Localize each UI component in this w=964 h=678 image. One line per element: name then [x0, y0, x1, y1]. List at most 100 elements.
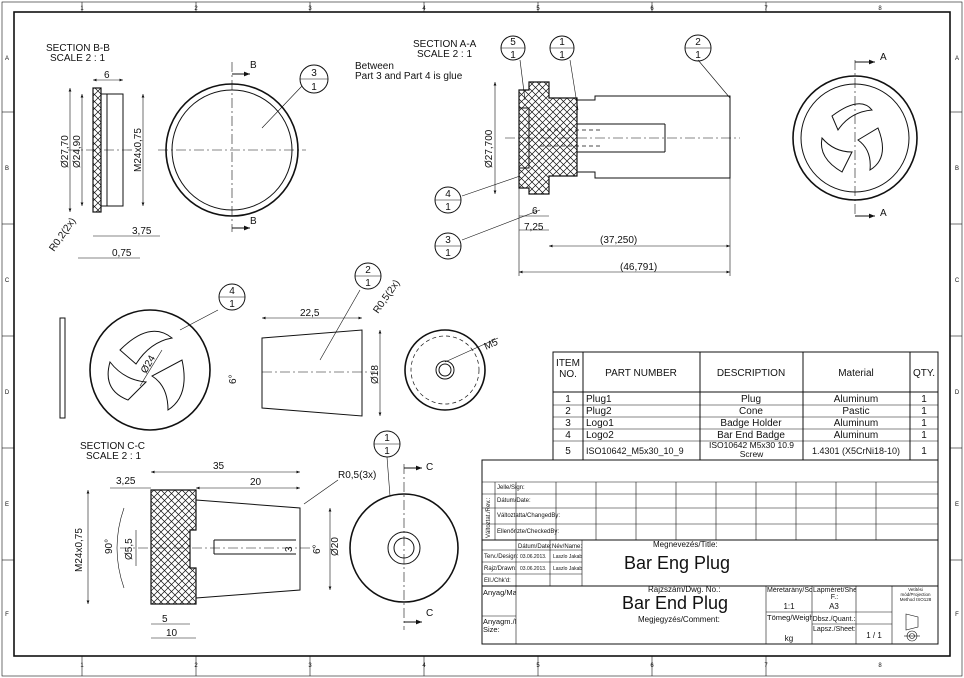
- design-name: Laszlo Jakab: [553, 554, 582, 560]
- bom-cell-desc: Bar End Badge: [717, 430, 785, 441]
- zone-col-3-bottom: 3: [308, 663, 312, 669]
- balloon-item-number: 2: [365, 265, 371, 276]
- dim-bb-d1: Ø27,70: [60, 135, 71, 168]
- zone-row-e-right: E: [955, 502, 959, 508]
- zone-col-2-top: 2: [194, 6, 198, 12]
- bom-cell-item: 1: [565, 394, 571, 405]
- glue-note-line1: Between: [355, 61, 394, 72]
- bom-cell-material: Aluminum: [834, 430, 878, 441]
- zone-col-8-bottom: 8: [878, 663, 882, 669]
- dim-cc-55: Ø5,5: [124, 538, 135, 560]
- bom-cell-item: 5: [565, 446, 571, 457]
- drawn-name: Laszlo Jakab: [553, 566, 582, 572]
- dim-cc-10: 10: [166, 628, 178, 639]
- balloon-item-number: 4: [229, 286, 235, 297]
- dim-aa-46: (46,791): [620, 262, 657, 273]
- quantity-label: Dbsz./Quant.:: [813, 616, 856, 623]
- bom-cell-desc: Cone: [739, 406, 763, 417]
- zone-col-8-top: 8: [878, 6, 882, 12]
- scale-value: 1:1: [783, 602, 795, 611]
- balloon-item-1-plug: 1 1: [373, 430, 401, 497]
- zone-col-6-top: 6: [650, 6, 654, 12]
- dim-cc-r05: R0,5(3x): [338, 470, 376, 481]
- balloon-qty: 1: [445, 248, 451, 259]
- section-bb-scale: SCALE 2 : 1: [50, 53, 105, 64]
- weight-label: Tömeg/Weight:: [767, 614, 812, 622]
- cut-c-bottom: C: [426, 608, 433, 619]
- dim-cc-angle: 90°: [104, 539, 115, 554]
- bom-cell-desc: ISO10642 M5x30 10.9 Screw: [708, 441, 795, 459]
- section-aa-view: SECTION A-A SCALE 2 : 1 Between Part 3 a…: [355, 39, 740, 276]
- bom-row-5: 5 ISO10642_M5x30_10_9 ISO10642 M5x30 10.…: [565, 441, 927, 459]
- balloon-item-2-aa: 2 1: [684, 34, 712, 62]
- sheet-size-value: A3: [829, 602, 839, 611]
- balloon-qty: 1: [695, 50, 701, 61]
- drawing-number: Bar End Plug: [622, 593, 728, 613]
- projection-label: Vetítési mód/Projection Method ISO128: [899, 587, 932, 602]
- dwg-no-label: Rajzszám/Dwg. No.:: [648, 585, 720, 594]
- bom-cell-qty: 1: [921, 394, 927, 405]
- zone-row-a-right: A: [955, 56, 959, 62]
- section-cc-scale: SCALE 2 : 1: [86, 451, 141, 462]
- balloon-item-5: 5 1: [500, 35, 526, 61]
- dim-cone-dia: Ø18: [370, 365, 381, 384]
- balloon-item-number: 3: [445, 235, 451, 246]
- bom-header-qty: QTY.: [913, 368, 935, 379]
- dim-aa-diameter: Ø27,700: [484, 129, 495, 168]
- cone-side-view: 22,5 R0,5(2x) 6° Ø18: [228, 278, 402, 417]
- balloon-item-3-top: 3 1: [299, 64, 329, 94]
- dim-cc-3: 3: [284, 546, 295, 552]
- bom-cell-desc: Plug: [741, 394, 761, 405]
- bom-row-2: 2 Plug2 Cone Pastic 1: [565, 406, 927, 417]
- zone-col-1-bottom: 1: [80, 663, 84, 669]
- dim-bb-radius: R0,2(2x): [47, 216, 78, 254]
- section-cc-view: SECTION C-C SCALE 2 : 1 35 3,25 20 R0,5(…: [74, 441, 376, 639]
- sheet-size-label: Lapméret/Sheet F.:: [813, 587, 856, 601]
- zone-col-1-top: 1: [80, 6, 84, 12]
- balloon-qty: 1: [229, 299, 235, 310]
- bom-header-material: Material: [838, 368, 874, 379]
- zone-row-f-left: F: [5, 612, 9, 618]
- scale-label: Méretarány/Scale:: [767, 587, 812, 594]
- balloon-item-number: 4: [445, 189, 451, 200]
- weight-unit: kg: [785, 634, 793, 643]
- balloon-item-number: 2: [695, 37, 701, 48]
- cut-a-bottom: A: [880, 208, 887, 219]
- zone-col-7-bottom: 7: [764, 663, 768, 669]
- zone-row-b-left: B: [5, 166, 9, 172]
- zone-row-c-right: C: [955, 278, 960, 284]
- checked-label: Ell./Chk'd:: [484, 578, 511, 584]
- balloon-qty: 1: [559, 50, 565, 61]
- rev-date-label: Dátum/Date:: [497, 498, 531, 504]
- zone-col-5-bottom: 5: [536, 663, 540, 669]
- dim-cc-thread: M24x0,75: [74, 528, 85, 572]
- bom-header-description: DESCRIPTION: [717, 368, 785, 379]
- revision-side-label: Változtat./Rev.:: [486, 497, 492, 538]
- drawn-date: 03.06.2013.: [520, 566, 546, 572]
- balloon-qty: 1: [510, 50, 516, 61]
- bom-cell-item: 4: [565, 430, 571, 441]
- zone-col-3-top: 3: [308, 6, 312, 12]
- bom-row-1: 1 Plug1 Plug Aluminum 1: [565, 394, 927, 405]
- balloon-item-number: 5: [510, 37, 516, 48]
- zone-col-5-top: 5: [536, 6, 540, 12]
- bom-cell-item: 3: [565, 418, 571, 429]
- dim-bb-375: 3,75: [132, 226, 152, 237]
- drawn-label: Rajz/Drawn:: [484, 566, 517, 572]
- dim-screw-thread: M5: [483, 337, 501, 353]
- balloons: 3 1 5 1 1 1 2 1 4 1 3 1 2: [218, 34, 712, 497]
- dim-bb-thread: M24x0,75: [133, 128, 144, 172]
- section-aa-title: SECTION A-A: [413, 39, 477, 50]
- bom-row-4: 4 Logo2 Bar End Badge Aluminum 1: [565, 430, 927, 441]
- dim-cc-20: 20: [250, 477, 262, 488]
- title-label: Megnevezés/Title:: [653, 540, 718, 549]
- bom-cell-part: Plug2: [586, 406, 612, 417]
- zone-col-2-bottom: 2: [194, 663, 198, 669]
- section-aa-scale: SCALE 2 : 1: [417, 49, 472, 60]
- dim-cc-20dia: Ø20: [330, 537, 341, 556]
- cut-a-top: A: [880, 52, 887, 63]
- section-bb-title: SECTION B-B: [46, 43, 110, 54]
- zone-row-d-left: D: [5, 390, 10, 396]
- rev-checked-label: Ellenőrizte/CheckedBy:: [497, 529, 559, 535]
